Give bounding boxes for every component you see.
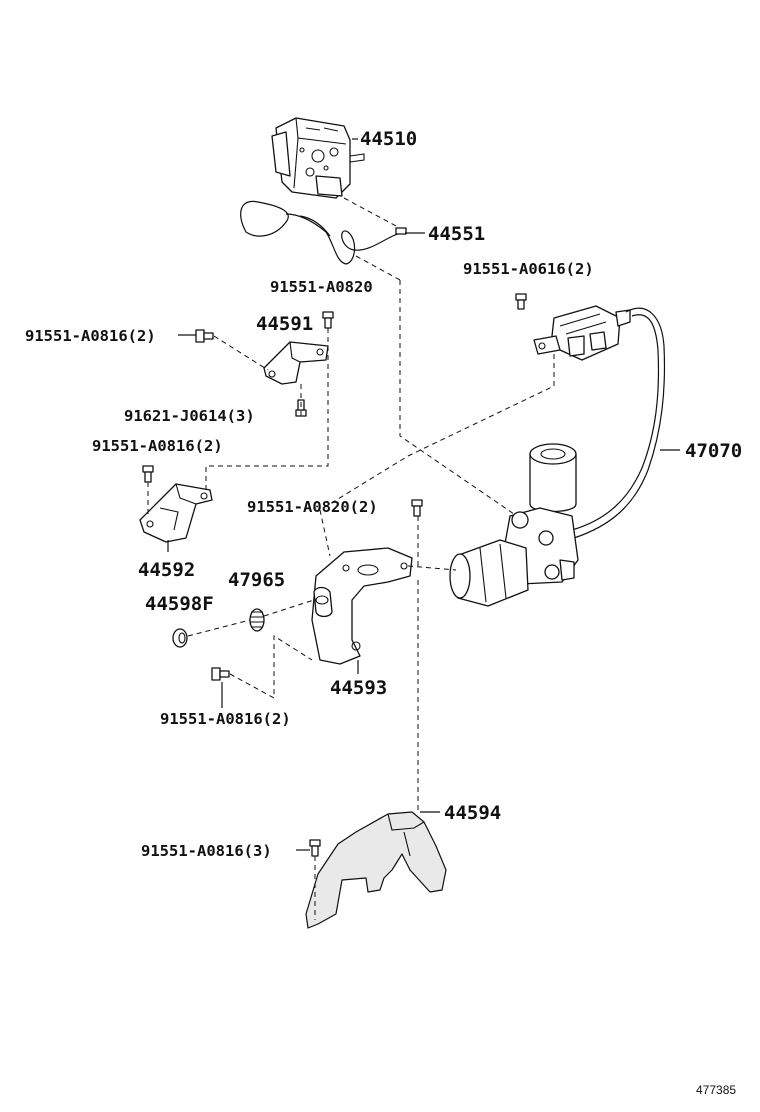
assembly-guide-lines xyxy=(147,197,555,920)
label-91551-a0616: 91551-A0616(2) xyxy=(463,260,594,278)
label-91551-a0820-upper: 91551-A0820 xyxy=(270,278,373,296)
bolt-drawings xyxy=(142,293,527,857)
abs-actuator-drawing[interactable] xyxy=(271,117,365,199)
leader-lines xyxy=(167,138,680,851)
cover-44594-drawing[interactable] xyxy=(305,811,447,929)
label-91551-a0816-bottom: 91551-A0816(3) xyxy=(141,842,272,860)
label-44598f: 44598F xyxy=(145,593,214,615)
label-44592: 44592 xyxy=(138,559,195,581)
brake-tube-drawing[interactable] xyxy=(240,200,407,265)
bracket-44593-drawing[interactable] xyxy=(311,547,413,665)
cushion-drawing[interactable] xyxy=(249,608,265,632)
label-91551-a0816-upper: 91551-A0816(2) xyxy=(25,327,156,345)
label-91551-a0816-lower: 91551-A0816(2) xyxy=(160,710,291,728)
label-44591: 44591 xyxy=(256,313,313,335)
label-44510: 44510 xyxy=(360,128,417,150)
label-91551-a0816-mid: 91551-A0816(2) xyxy=(92,437,223,455)
label-44551: 44551 xyxy=(428,223,485,245)
bracket-44591-drawing[interactable] xyxy=(263,341,329,385)
label-47965: 47965 xyxy=(228,569,285,591)
diagram-ref-number: 477385 xyxy=(696,1083,736,1097)
label-91551-a0820-center: 91551-A0820(2) xyxy=(247,498,378,516)
bracket-44592-drawing[interactable] xyxy=(139,483,213,543)
cord-drawing[interactable] xyxy=(573,307,666,539)
label-91621-j0614: 91621-J0614(3) xyxy=(124,407,255,425)
label-44593: 44593 xyxy=(330,677,387,699)
grommet-drawing[interactable] xyxy=(172,628,188,648)
sensor-connector-drawing[interactable] xyxy=(533,305,631,361)
label-44594: 44594 xyxy=(444,802,501,824)
label-47070: 47070 xyxy=(685,440,742,462)
pump-motor-drawing[interactable] xyxy=(449,443,579,607)
